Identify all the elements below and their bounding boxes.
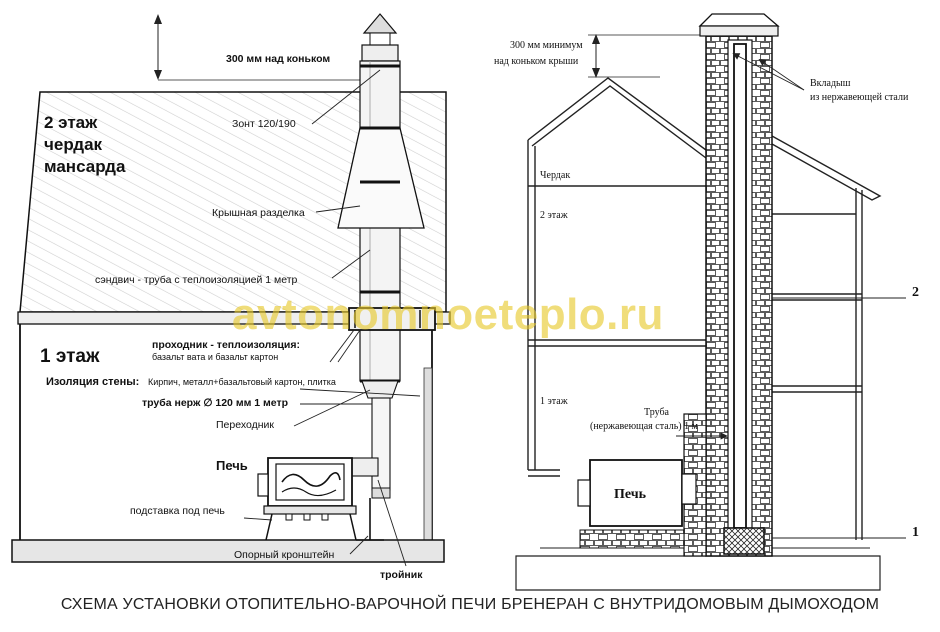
left-diagram xyxy=(11,13,451,567)
support-bracket xyxy=(356,498,384,541)
roof-cut-label: Крышная разделка xyxy=(212,207,305,219)
adapter-label: Переходник xyxy=(216,419,274,431)
wall-insulation xyxy=(423,367,433,541)
wall-insulation-label: Изоляция стены: xyxy=(46,376,139,388)
right-floor1-label: 1 этаж xyxy=(540,396,568,407)
right-diagram xyxy=(515,13,906,591)
right-height-label-line1: 300 мм минимум xyxy=(510,40,583,51)
sandwich-label: сэндвич - труба с теплоизоляцией 1 метр xyxy=(95,274,298,286)
insulation-block xyxy=(723,527,765,555)
bracket-label: Опорный кронштейн xyxy=(234,549,335,561)
stand-label: подставка под печь xyxy=(130,505,225,517)
floor2-title-line3: мансарда xyxy=(44,157,126,176)
right-pipe-label-line2: (нержавеющая сталь) 1 м xyxy=(590,421,699,432)
floor2-title-line1: 2 этаж xyxy=(44,113,98,132)
liner-label-line2: из нержавеющей стали xyxy=(810,92,909,103)
stove-label: Печь xyxy=(216,458,248,473)
right-pipe-label-line1: Труба xyxy=(644,407,670,418)
steel-liner xyxy=(733,43,747,529)
passage-label: проходник - теплоизоляция: xyxy=(152,339,300,351)
roof-height-label: 300 мм над коньком xyxy=(226,53,330,65)
stove-icon xyxy=(577,459,697,549)
wall-insulation-sub: Кирпич, металл+базальтовый картон, плитк… xyxy=(148,377,336,387)
right-height-label-line2: над коньком крыши xyxy=(494,56,579,67)
right-labels: 300 мм минимум над коньком крыши Вкладыш… xyxy=(494,40,919,540)
left-labels: 300 мм над коньком Зонт 120/190 2 этаж ч… xyxy=(40,53,423,581)
house-outline xyxy=(527,77,882,540)
passage-sub: базальт вата и базальт картон xyxy=(152,352,278,362)
right-stove-label: Печь xyxy=(614,487,647,502)
tee-icon xyxy=(349,457,379,477)
chimney-cap-icon xyxy=(362,13,398,34)
floor1-title: 1 этаж xyxy=(40,346,100,367)
marker-2: 2 xyxy=(912,285,919,300)
liner-label-line1: Вкладыш xyxy=(810,78,851,89)
pipe-label: труба нерж ∅ 120 мм 1 метр xyxy=(142,397,288,409)
chimney-cap-icon xyxy=(698,13,780,27)
floor-base xyxy=(11,539,445,563)
diagram-caption: СХЕМА УСТАНОВКИ ОТОПИТЕЛЬНО-ВАРОЧНОЙ ПЕЧ… xyxy=(60,596,880,613)
cap-label: Зонт 120/190 xyxy=(232,118,296,130)
ceiling-slab xyxy=(17,311,451,325)
stove-icon xyxy=(257,457,357,541)
attic-label: Чердак xyxy=(540,170,570,181)
marker-1: 1 xyxy=(912,525,919,540)
tee-label: тройник xyxy=(380,569,423,581)
passage-box xyxy=(348,307,436,331)
watermark-text: avtonomnoeteplo.ru xyxy=(232,290,664,339)
right-floor2-label: 2 этаж xyxy=(540,210,568,221)
floor2-title-line2: чердак xyxy=(44,135,103,154)
